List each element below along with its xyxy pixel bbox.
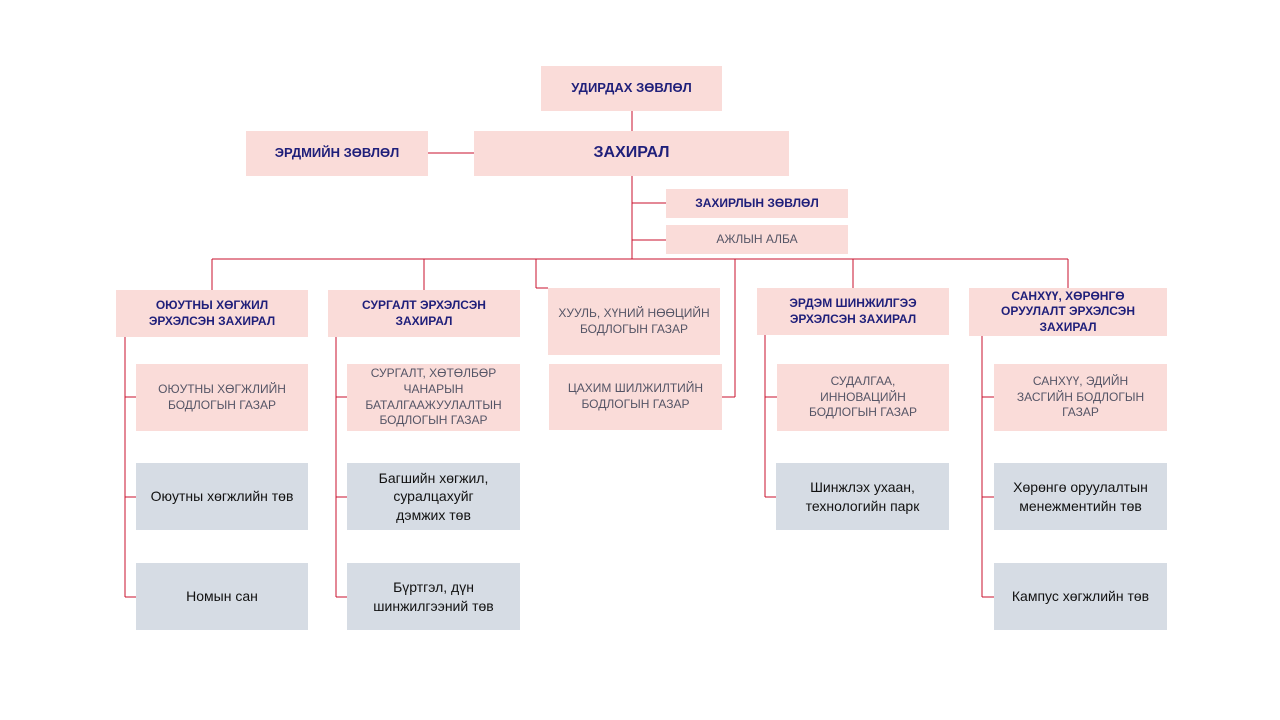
research-director-box: ЭРДЭМ ШИНЖИЛГЭЭ ЭРХЭЛСЭН ЗАХИРАЛ — [757, 288, 949, 335]
science-tech-park-box: Шинжлэх ухаан, технологийн парк — [776, 463, 949, 530]
teacher-dev-center-box: Багшийн хөгжил, суралцахуйг дэмжих төв — [347, 463, 520, 530]
director-council-box: ЗАХИРЛЫН ЗӨВЛӨЛ — [666, 189, 848, 218]
director-box: ЗАХИРАЛ — [474, 131, 789, 176]
academic-council-box: ЭРДМИЙН ЗӨВЛӨЛ — [246, 131, 428, 176]
board-box: УДИРДАХ ЗӨВЛӨЛ — [541, 66, 722, 111]
digital-transition-policy-box: ЦАХИМ ШИЛЖИЛТИЙН БОДЛОГЫН ГАЗАР — [549, 364, 722, 430]
finance-economic-policy-box: САНХҮҮ, ЭДИЙН ЗАСГИЙН БОДЛОГЫН ГАЗАР — [994, 364, 1167, 431]
research-innovation-policy-box: СУДАЛГАА, ИННОВАЦИЙН БОДЛОГЫН ГАЗАР — [777, 364, 949, 431]
student-dev-policy-box: ОЮУТНЫ ХӨГЖЛИЙН БОДЛОГЫН ГАЗАР — [136, 364, 308, 431]
campus-dev-center-box: Кампус хөгжлийн төв — [994, 563, 1167, 630]
law-hr-policy-box: ХУУЛЬ, ХҮНИЙ НӨӨЦИЙН БОДЛОГЫН ГАЗАР — [548, 288, 720, 355]
investment-management-center-box: Хөрөнгө оруулалтын менежментийн төв — [994, 463, 1167, 530]
staff-office-box: АЖЛЫН АЛБА — [666, 225, 848, 254]
registration-analysis-center-box: Бүртгэл, дүн шинжилгээний төв — [347, 563, 520, 630]
library-box: Номын сан — [136, 563, 308, 630]
training-director-box: СУРГАЛТ ЭРХЭЛСЭН ЗАХИРАЛ — [328, 290, 520, 337]
training-quality-policy-box: СУРГАЛТ, ХӨТӨЛБӨР ЧАНАРЫН БАТАЛГААЖУУЛАЛ… — [347, 364, 520, 431]
student-dev-center-box: Оюутны хөгжлийн төв — [136, 463, 308, 530]
student-dev-director-box: ОЮУТНЫ ХӨГЖИЛ ЭРХЭЛСЭН ЗАХИРАЛ — [116, 290, 308, 337]
finance-director-box: САНХҮҮ, ХӨРӨНГӨ ОРУУЛАЛТ ЭРХЭЛСЭН ЗАХИРА… — [969, 288, 1167, 336]
